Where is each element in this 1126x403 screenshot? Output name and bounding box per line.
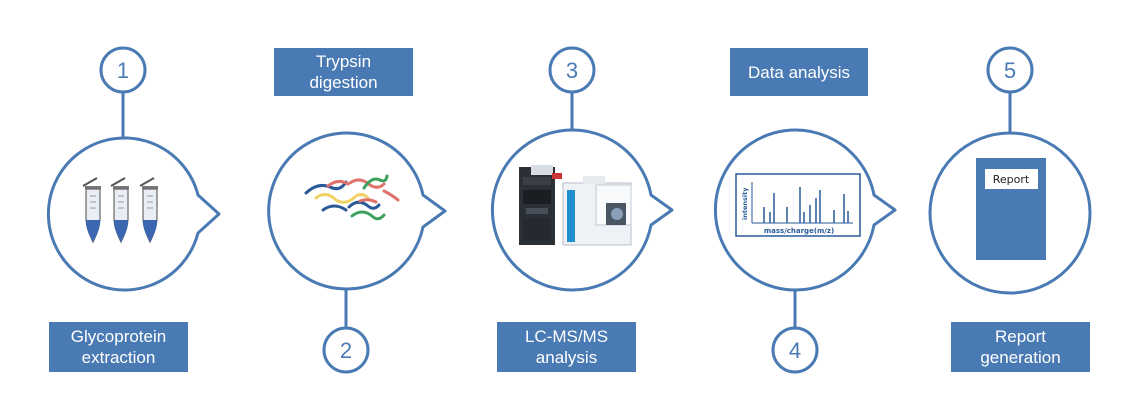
step-1: 1 <box>46 46 221 292</box>
spectrum-icon: intensity mass/charge(m/z) <box>735 173 861 237</box>
spectrum-ylabel: intensity <box>741 187 749 220</box>
step-3: 3 <box>490 46 674 292</box>
label-data-analysis: Data analysis <box>730 48 868 96</box>
step-5: 5 Report <box>928 46 1092 295</box>
step-number: 2 <box>340 338 352 363</box>
label-report-generation: Report generation <box>951 322 1090 372</box>
instrument-icon <box>519 165 632 246</box>
step-number: 5 <box>1004 58 1016 83</box>
number-circle <box>99 46 147 94</box>
speech-bubble <box>267 131 447 291</box>
tubes-icon <box>82 177 158 244</box>
label-lcms-analysis: LC-MS/MS analysis <box>497 322 636 372</box>
peptides-icon <box>304 174 400 221</box>
spectrum-xlabel: mass/charge(m/z) <box>764 227 834 235</box>
step-number: 1 <box>117 58 129 83</box>
step-number: 4 <box>789 338 801 363</box>
label-trypsin-digestion: Trypsin digestion <box>274 48 413 96</box>
step-2: 2 <box>267 131 447 374</box>
speech-bubble <box>46 136 221 292</box>
report-title: Report <box>993 173 1030 186</box>
step-number: 3 <box>566 58 578 83</box>
number-circle <box>322 326 370 374</box>
step-4: 4 intensity mass/charge(m/z) <box>713 128 897 374</box>
number-circle <box>771 326 819 374</box>
number-circle <box>986 46 1034 94</box>
label-glycoprotein-extraction: Glycoprotein extraction <box>49 322 188 372</box>
number-circle <box>548 46 596 94</box>
report-icon: Report <box>976 158 1046 260</box>
